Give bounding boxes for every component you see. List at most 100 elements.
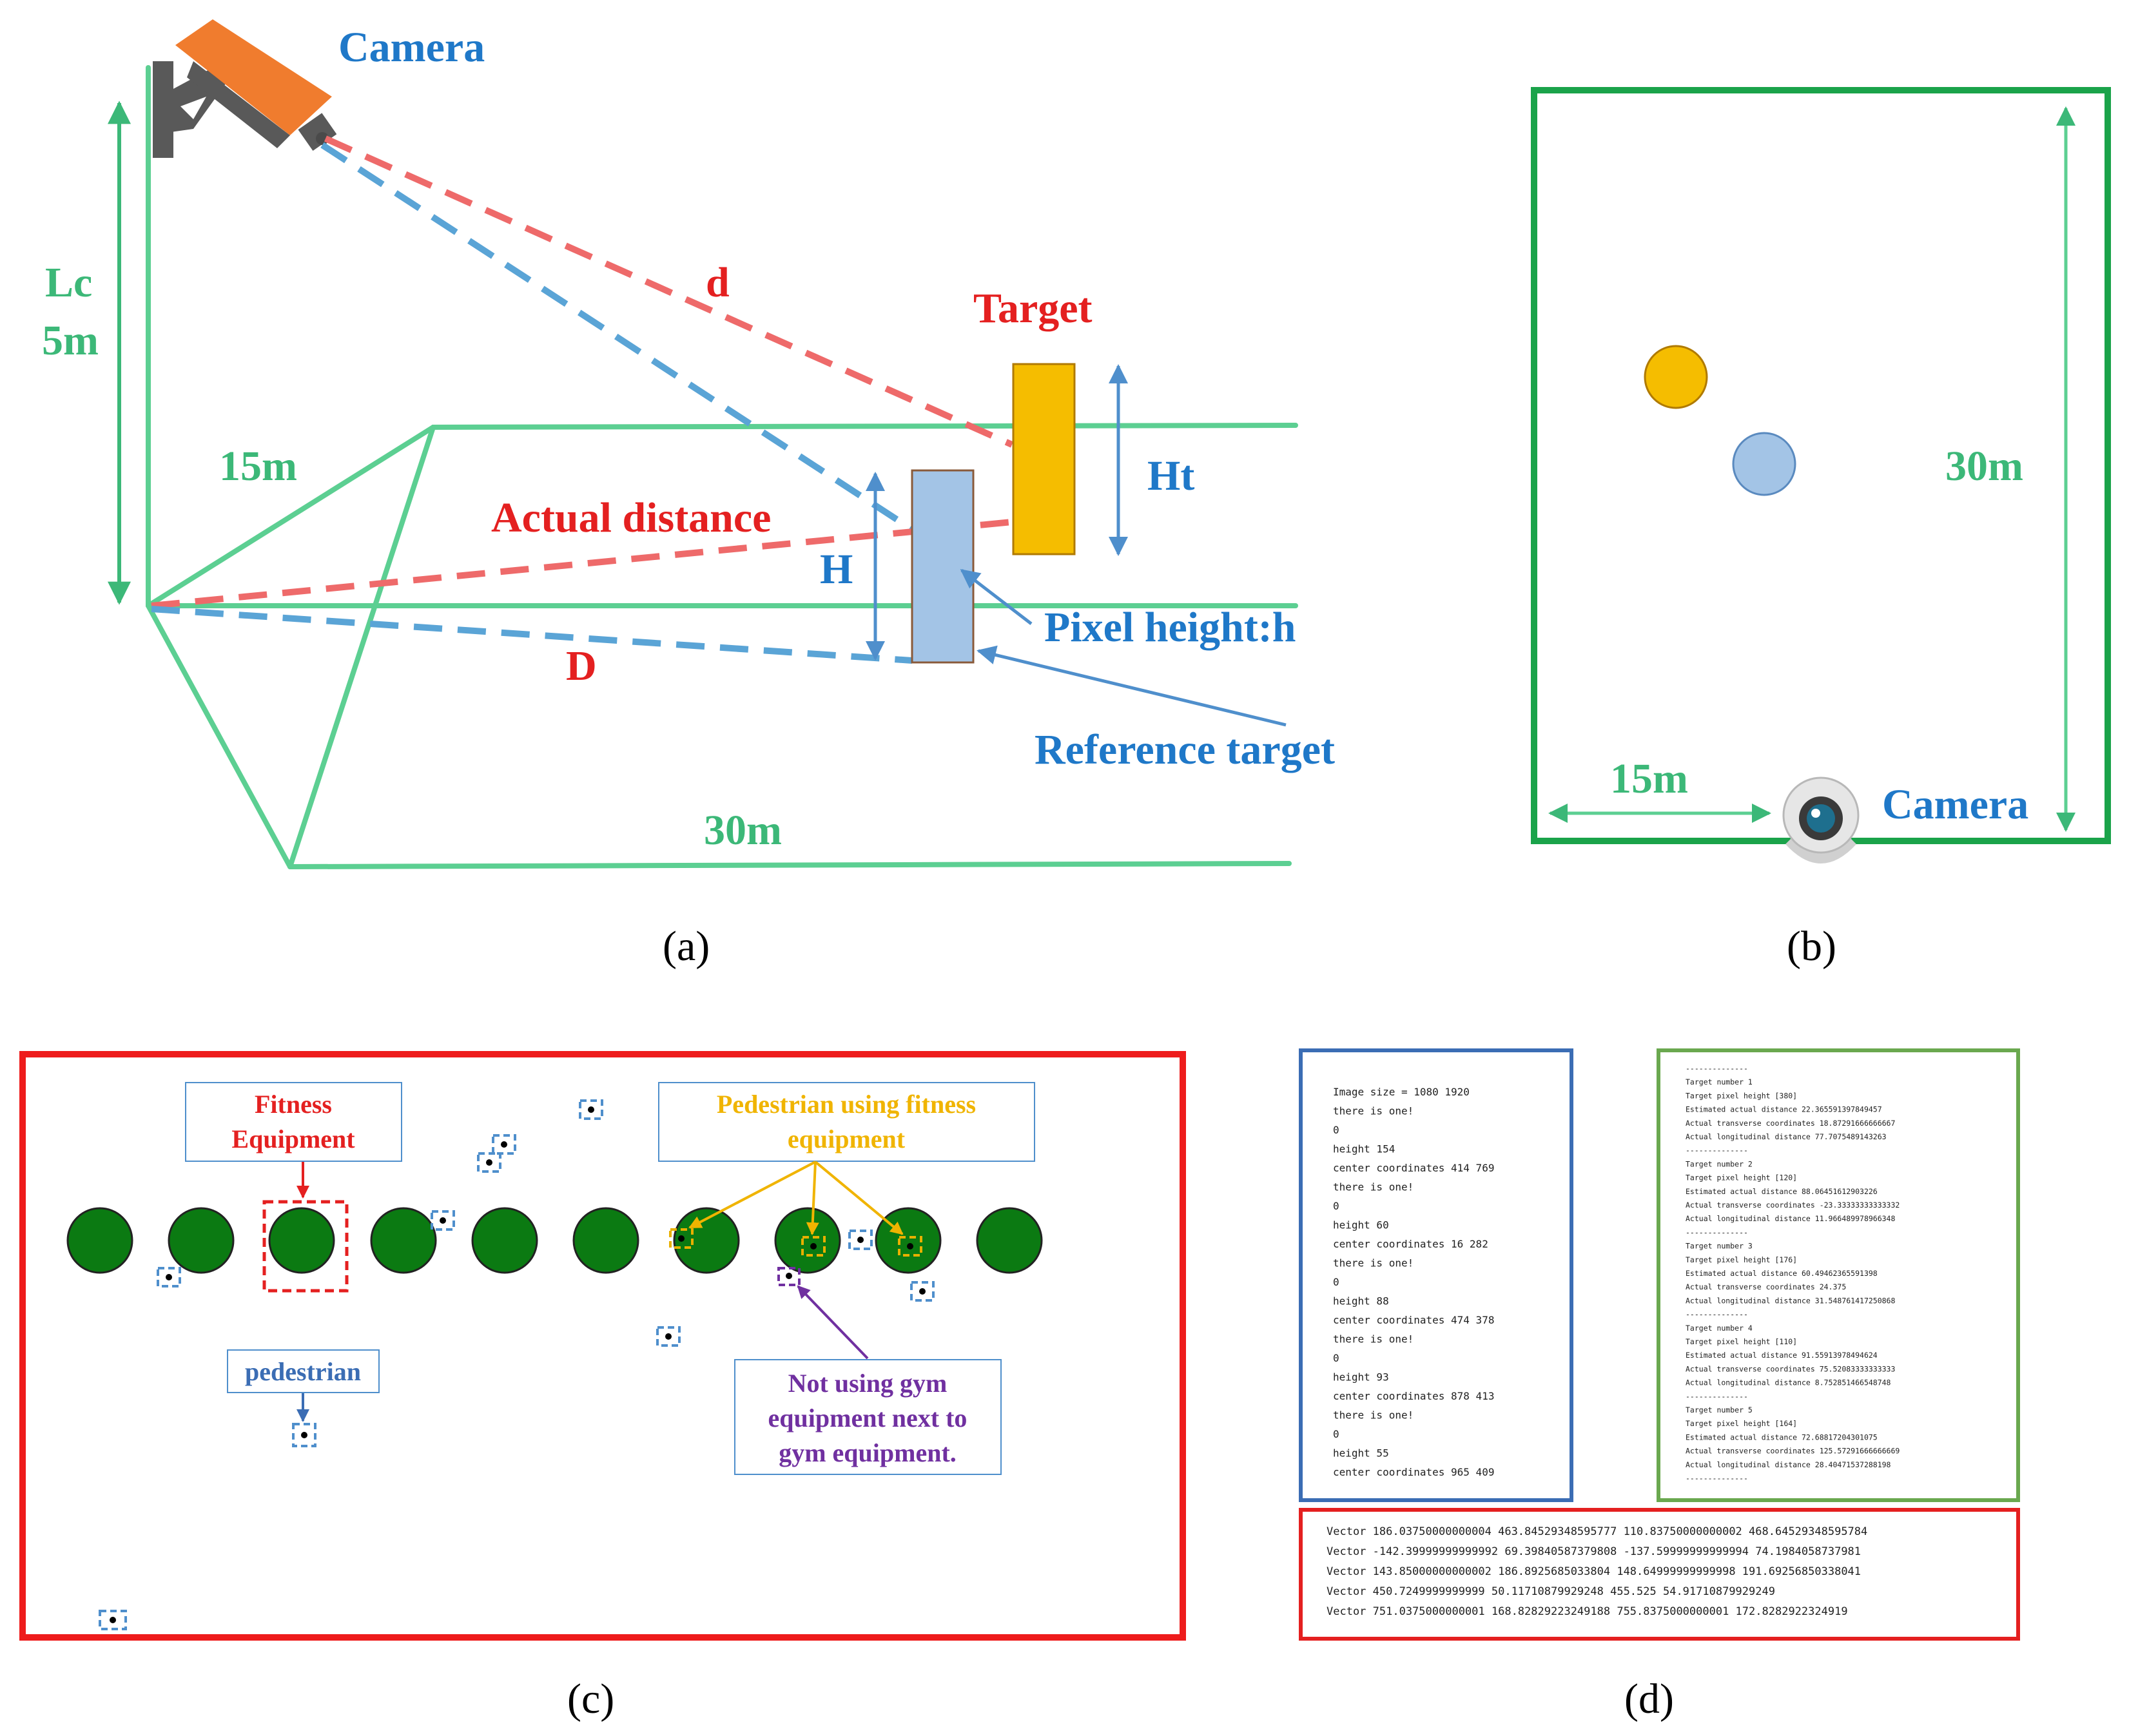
- pedestrian-marker: [656, 1326, 681, 1347]
- pixel-height-label: Pixel height:h: [1044, 604, 1296, 651]
- panel-d: Image size = 1080 1920 there is one! 0 heig…: [1299, 1048, 2020, 1722]
- console-left-text: Image size = 1080 1920 there is one! 0 heig…: [1333, 1086, 1494, 1478]
- console-right-line: --------------: [1686, 1064, 1748, 1073]
- pedestrian-label: pedestrian: [245, 1357, 361, 1386]
- not-using-arrow: [797, 1285, 869, 1360]
- not-using-box: [734, 1359, 1002, 1475]
- pedestrian-marker: [292, 1423, 316, 1447]
- pedestrian-marker: [477, 1152, 501, 1173]
- console-right-line: --------------: [1686, 1392, 1748, 1401]
- fitness-equipment-highlight: [262, 1200, 349, 1293]
- panel-c-label: (c): [567, 1675, 614, 1722]
- equipment-9: [875, 1207, 942, 1274]
- equipment-row: [66, 1207, 1043, 1274]
- equipment-3: [268, 1207, 335, 1274]
- console-left-line: center coordinates 965 409: [1333, 1466, 1494, 1478]
- target-box: [1012, 363, 1076, 555]
- reference-target-label: Reference target: [1035, 726, 1335, 773]
- console-right-line: Target pixel height [120]: [1686, 1173, 1797, 1182]
- console-right-line: --------------: [1686, 1310, 1748, 1319]
- console-left-line: center coordinates 878 413: [1333, 1390, 1494, 1402]
- width-label: 15m: [219, 443, 297, 490]
- pedestrian-marker: [910, 1281, 935, 1302]
- console-right-line: Estimated actual distance 88.06451612903…: [1686, 1187, 1878, 1196]
- panel-d-label: (d): [1624, 1675, 1674, 1722]
- pedestrian-marker: [157, 1267, 181, 1288]
- console-left-line: height 154: [1333, 1143, 1395, 1155]
- console-right-line: --------------: [1686, 1228, 1748, 1237]
- camera-icon: [153, 19, 337, 158]
- pedestrian-marker: [431, 1210, 455, 1231]
- pedestrian-using-arrows: [688, 1161, 904, 1235]
- console-right-line: Actual longitudinal distance 31.54876141…: [1686, 1296, 1895, 1305]
- console-right-line: --------------: [1686, 1146, 1748, 1155]
- pedestrian-marker: [492, 1134, 516, 1155]
- console-left-line: 0: [1333, 1428, 1339, 1440]
- console-left-line: there is one!: [1333, 1409, 1414, 1422]
- console-left-line: there is one!: [1333, 1181, 1414, 1193]
- vector-line: Vector 143.85000000000002 186.8925685033…: [1327, 1565, 1861, 1578]
- console-left-line: 0: [1333, 1352, 1339, 1364]
- vector-line: Vector -142.39999999999992 69.3984058737…: [1327, 1545, 1861, 1558]
- console-left-line: 0: [1333, 1200, 1339, 1212]
- console-right-line: Actual transverse coordinates 125.572916…: [1686, 1447, 1900, 1456]
- console-right-line: Target number 1: [1686, 1077, 1753, 1086]
- ht-label: Ht: [1147, 452, 1194, 499]
- console-right-line: Actual transverse coordinates -23.333333…: [1686, 1201, 1900, 1210]
- console-left-box: [1299, 1048, 1573, 1502]
- using-equipment-dots: [678, 1235, 913, 1249]
- console-left-line: there is one!: [1333, 1105, 1414, 1117]
- target-label: Target: [973, 285, 1093, 332]
- console-left-line: Image size = 1080 1920: [1333, 1086, 1470, 1098]
- panel-b: 30m 15m Camera (b): [1531, 87, 2111, 970]
- console-left-line: center coordinates 414 769: [1333, 1162, 1494, 1174]
- fitness-equipment-box: [185, 1082, 402, 1162]
- equipment-10: [976, 1207, 1043, 1274]
- vector-text: Vector 186.03750000000004 463.8452934859…: [1327, 1525, 1867, 1618]
- length-label: 30m: [1945, 443, 2023, 490]
- field-outline: [146, 65, 1298, 869]
- pedestrian-using-box: [658, 1082, 1035, 1162]
- equipment-1: [66, 1207, 133, 1274]
- panel-a-label: (a): [663, 923, 710, 970]
- console-right-line: Actual transverse coordinates 75.5208333…: [1686, 1364, 1895, 1373]
- d-label: d: [706, 259, 730, 306]
- pedestrian-marker: [579, 1099, 603, 1120]
- console-right-line: Actual longitudinal distance 28.40471537…: [1686, 1460, 1891, 1469]
- console-left-line: 0: [1333, 1124, 1339, 1136]
- console-right-line: Target pixel height [110]: [1686, 1337, 1797, 1346]
- console-right-line: Target number 4: [1686, 1324, 1753, 1333]
- console-right-line: Estimated actual distance 22.36559139784…: [1686, 1105, 1882, 1114]
- vector-line: Vector 751.0375000000001 168.82829223249…: [1327, 1605, 1848, 1618]
- target-dot-blue: [1732, 432, 1796, 496]
- console-right-line: Target pixel height [176]: [1686, 1255, 1797, 1264]
- vector-box: [1299, 1508, 2020, 1641]
- width-label: 15m: [1610, 755, 1688, 802]
- console-left-line: there is one!: [1333, 1257, 1414, 1269]
- console-right-line: Target pixel height [164]: [1686, 1419, 1797, 1428]
- console-left-line: height 55: [1333, 1447, 1389, 1460]
- line-2: Equipment: [231, 1124, 355, 1153]
- panel-a: Camera Lc 5m d Target 15m Actual distanc…: [42, 19, 1335, 970]
- console-left-line: center coordinates 16 282: [1333, 1238, 1488, 1250]
- pedestrian-markers: [99, 1099, 935, 1630]
- webcam-icon: [1782, 776, 1860, 863]
- pixel-height-pointer: [960, 569, 1033, 625]
- vector-line: Vector 186.03750000000004 463.8452934859…: [1327, 1525, 1867, 1538]
- console-left-line: center coordinates 474 378: [1333, 1314, 1494, 1326]
- pedestrian-box: [227, 1349, 380, 1393]
- console-right-line: Target number 3: [1686, 1242, 1753, 1251]
- pedestrian-dots: [110, 1106, 926, 1623]
- equipment-2: [168, 1207, 235, 1274]
- equipment-6: [572, 1207, 639, 1274]
- console-right-line: Estimated actual distance 60.49462365591…: [1686, 1269, 1878, 1278]
- console-right-line: Actual longitudinal distance 11.96648997…: [1686, 1214, 1895, 1223]
- console-left-line: height 93: [1333, 1371, 1389, 1384]
- console-right-line: Actual transverse coordinates 18.8729166…: [1686, 1119, 1895, 1128]
- equipment-8: [774, 1207, 841, 1274]
- console-left-line: height 60: [1333, 1219, 1389, 1231]
- actual-distance-label: Actual distance: [491, 494, 771, 541]
